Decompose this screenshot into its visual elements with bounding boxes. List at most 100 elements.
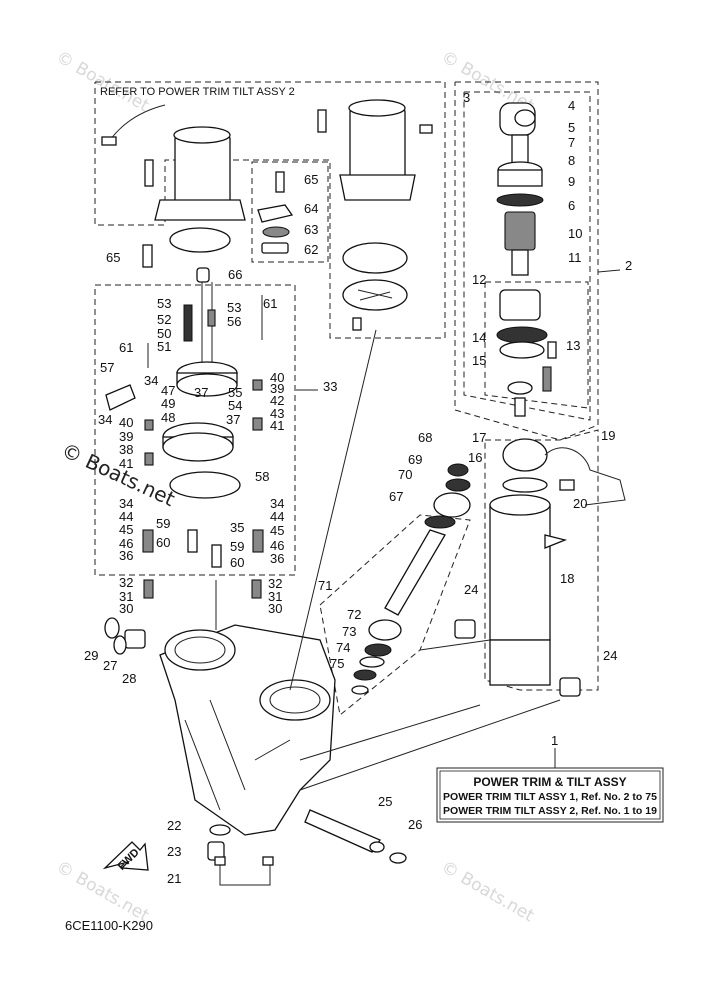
leader-lines bbox=[215, 269, 621, 791]
callout-40: 40 bbox=[119, 415, 133, 430]
callout-55: 55 bbox=[228, 385, 242, 400]
watermark-bottom-right: © Boats.net bbox=[438, 857, 538, 926]
callout-38: 38 bbox=[119, 442, 133, 457]
callout-30: 30 bbox=[119, 601, 133, 616]
callout-6: 6 bbox=[568, 198, 575, 213]
callout-39-2: 39 bbox=[270, 381, 284, 396]
parts-62-65 bbox=[257, 171, 294, 254]
callout-74: 74 bbox=[336, 640, 350, 655]
legend-line-2: POWER TRIM TILT ASSY 2, Ref. No. 1 to 19 bbox=[443, 805, 657, 817]
callout-41: 41 bbox=[119, 456, 133, 471]
callout-69: 69 bbox=[408, 452, 422, 467]
callout-64: 64 bbox=[304, 201, 318, 216]
callout-30-2: 30 bbox=[268, 601, 282, 616]
legend-title: POWER TRIM & TILT ASSY bbox=[473, 775, 626, 789]
callout-44-2: 44 bbox=[270, 509, 284, 524]
callout-12: 12 bbox=[472, 272, 486, 287]
legend-box: POWER TRIM & TILT ASSY POWER TRIM TILT A… bbox=[436, 767, 664, 823]
callout-34-3: 34 bbox=[119, 496, 133, 511]
callout-53: 53 bbox=[157, 296, 171, 311]
callout-14: 14 bbox=[472, 330, 486, 345]
callout-34-2: 34 bbox=[98, 412, 112, 427]
callout-24: 24 bbox=[464, 582, 478, 597]
callout-20: 20 bbox=[573, 496, 587, 511]
callout-37-2: 37 bbox=[226, 412, 240, 427]
callout-35: 35 bbox=[230, 520, 244, 535]
callout-36: 36 bbox=[119, 548, 133, 563]
callout-61-2: 61 bbox=[263, 296, 277, 311]
callout-32: 32 bbox=[119, 575, 133, 590]
callout-26: 26 bbox=[408, 817, 422, 832]
callout-34: 34 bbox=[144, 373, 158, 388]
callout-46-2: 46 bbox=[270, 538, 284, 553]
callout-45-2: 45 bbox=[270, 523, 284, 538]
callout-23: 23 bbox=[167, 844, 181, 859]
callout-60: 60 bbox=[156, 535, 170, 550]
callout-72: 72 bbox=[347, 607, 361, 622]
diagram-code: 6CE1100-K290 bbox=[65, 918, 153, 933]
callout-68: 68 bbox=[418, 430, 432, 445]
callout-75: 75 bbox=[330, 656, 344, 671]
callout-numbers: 1234567891011121314151617181920212223242… bbox=[84, 90, 632, 886]
callout-62: 62 bbox=[304, 242, 318, 257]
refer-note: REFER TO POWER TRIM TILT ASSY 2 bbox=[100, 86, 295, 98]
callout-31-2: 31 bbox=[268, 589, 282, 604]
callout-51: 51 bbox=[157, 339, 171, 354]
callout-5: 5 bbox=[568, 120, 575, 135]
callout-25: 25 bbox=[378, 794, 392, 809]
callout-48: 48 bbox=[161, 410, 175, 425]
callout-59-2: 59 bbox=[230, 539, 244, 554]
callout-43: 43 bbox=[270, 406, 284, 421]
callout-33: 33 bbox=[323, 379, 337, 394]
callout-47: 47 bbox=[161, 383, 175, 398]
fwd-badge: FWD bbox=[102, 841, 149, 873]
callout-15: 15 bbox=[472, 353, 486, 368]
callout-73: 73 bbox=[342, 624, 356, 639]
tilt-cylinder-assy bbox=[454, 102, 626, 697]
callout-40-2: 40 bbox=[270, 370, 284, 385]
callout-1: 1 bbox=[551, 733, 558, 748]
callout-46: 46 bbox=[119, 536, 133, 551]
callout-36-2: 36 bbox=[270, 551, 284, 566]
callout-42: 42 bbox=[270, 393, 284, 408]
callout-70: 70 bbox=[398, 467, 412, 482]
motor-assy-left bbox=[101, 104, 246, 253]
callout-37: 37 bbox=[194, 385, 208, 400]
callout-24-2: 24 bbox=[603, 648, 617, 663]
callout-65: 65 bbox=[304, 172, 318, 187]
bolt-65 bbox=[142, 244, 153, 268]
callout-61: 61 bbox=[119, 340, 133, 355]
callout-22: 22 bbox=[167, 818, 181, 833]
callout-13: 13 bbox=[566, 338, 580, 353]
callout-28: 28 bbox=[122, 671, 136, 686]
motor-assy-right bbox=[317, 99, 433, 331]
callout-49: 49 bbox=[161, 396, 175, 411]
callout-57: 57 bbox=[100, 360, 114, 375]
callout-71: 71 bbox=[318, 578, 332, 593]
callout-27: 27 bbox=[103, 658, 117, 673]
callout-17: 17 bbox=[472, 430, 486, 445]
callout-4: 4 bbox=[568, 98, 575, 113]
callout-21: 21 bbox=[167, 871, 181, 886]
callout-19: 19 bbox=[601, 428, 615, 443]
callout-7: 7 bbox=[568, 135, 575, 150]
callout-34-4: 34 bbox=[270, 496, 284, 511]
callout-60-2: 60 bbox=[230, 555, 244, 570]
callout-44: 44 bbox=[119, 509, 133, 524]
callout-32-2: 32 bbox=[268, 576, 282, 591]
callout-53-2: 53 bbox=[227, 300, 241, 315]
legend-line-1: POWER TRIM TILT ASSY 1, Ref. No. 2 to 75 bbox=[443, 791, 657, 803]
callout-58: 58 bbox=[255, 469, 269, 484]
callout-2: 2 bbox=[625, 258, 632, 273]
callout-18: 18 bbox=[560, 571, 574, 586]
callout-66: 66 bbox=[228, 267, 242, 282]
callout-65-2: 65 bbox=[106, 250, 120, 265]
callout-9: 9 bbox=[568, 174, 575, 189]
valve-assy bbox=[105, 267, 264, 599]
callout-8: 8 bbox=[568, 153, 575, 168]
callout-29: 29 bbox=[84, 648, 98, 663]
callout-59: 59 bbox=[156, 516, 170, 531]
group-boxes bbox=[94, 81, 599, 716]
callout-50: 50 bbox=[157, 326, 171, 341]
callout-56: 56 bbox=[227, 314, 241, 329]
